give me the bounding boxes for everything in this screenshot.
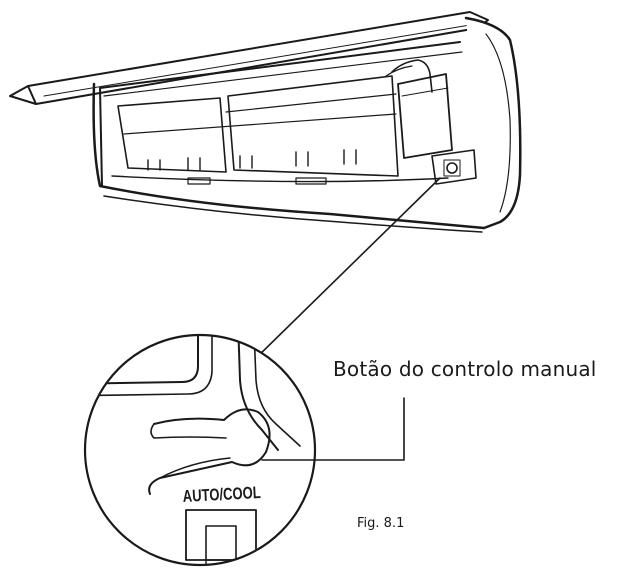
- leader-line: [253, 177, 441, 361]
- figure-caption: Fig. 8.1: [357, 516, 405, 531]
- manual-control-button-label: Botão do controlo manual: [333, 357, 597, 381]
- open-front-panel: [9, 11, 489, 105]
- magnified-detail: [83, 333, 317, 567]
- indoor-unit-body: [92, 16, 522, 233]
- button-marking: AUTO/COOL: [182, 483, 261, 506]
- callout-bracket: [261, 397, 405, 461]
